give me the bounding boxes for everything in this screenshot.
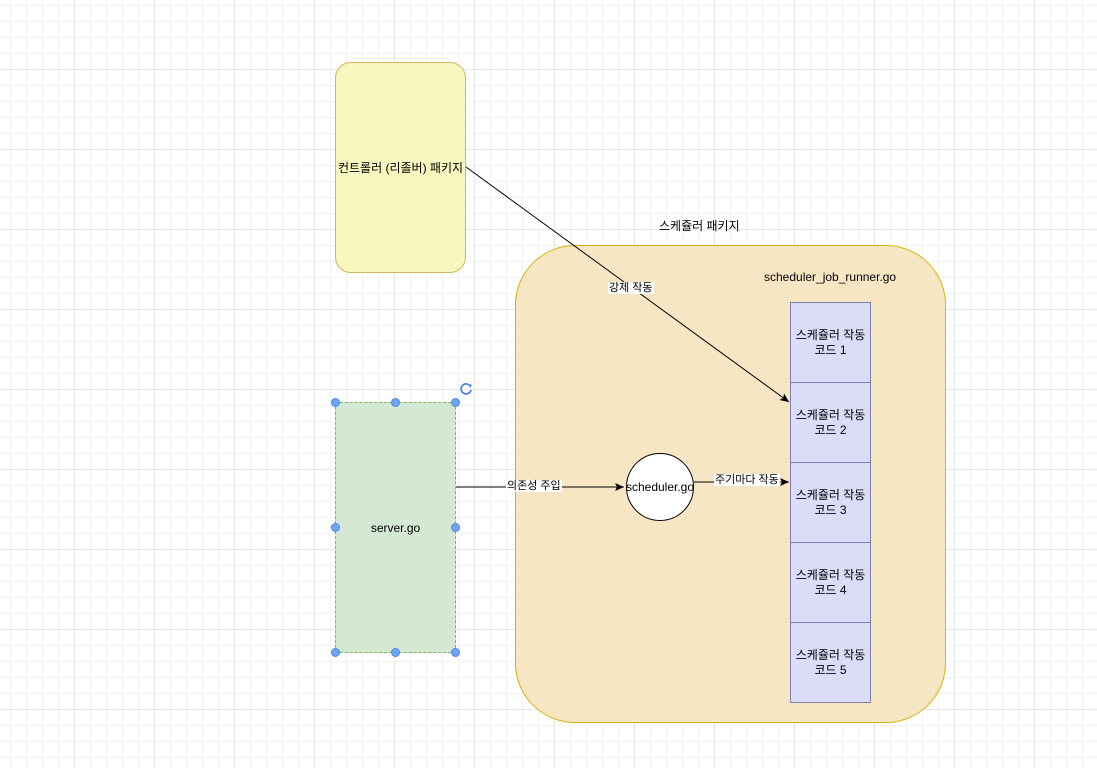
job-code-3-line2: 코드 3 bbox=[814, 502, 847, 517]
selection-handle-bottom[interactable] bbox=[391, 648, 400, 657]
scheduler-node[interactable]: scheduler.go bbox=[626, 453, 694, 521]
job-code-5-line1: 스케쥴러 작동 bbox=[795, 647, 866, 662]
runner-file-label: scheduler_job_runner.go bbox=[764, 270, 897, 284]
job-code-2-line1: 스케쥴러 작동 bbox=[795, 407, 866, 422]
server-label: server.go bbox=[370, 520, 421, 535]
job-code-1-line2: 코드 1 bbox=[814, 342, 847, 357]
selection-handle-right[interactable] bbox=[451, 523, 460, 532]
job-code-3-line1: 스케쥴러 작동 bbox=[795, 487, 866, 502]
periodic-run-label: 주기마다 작동 bbox=[714, 474, 780, 486]
job-code-4-node[interactable]: 스케쥴러 작동 코드 4 bbox=[790, 542, 871, 623]
selection-handle-top-left[interactable] bbox=[331, 398, 340, 407]
job-code-1-line1: 스케쥴러 작동 bbox=[795, 327, 866, 342]
selection-handle-bottom-left[interactable] bbox=[331, 648, 340, 657]
controller-package-label: 컨트롤러 (리졸버) 패키지 bbox=[337, 161, 464, 175]
selection-handle-left[interactable] bbox=[331, 523, 340, 532]
job-code-3-node[interactable]: 스케쥴러 작동 코드 3 bbox=[790, 462, 871, 543]
dependency-injection-label: 의존성 주입 bbox=[506, 480, 562, 492]
scheduler-package-label: 스케쥴러 패키지 bbox=[659, 219, 740, 233]
job-code-4-line2: 코드 4 bbox=[814, 582, 847, 597]
selection-handle-bottom-right[interactable] bbox=[451, 648, 460, 657]
job-code-5-line2: 코드 5 bbox=[814, 662, 847, 677]
job-code-2-node[interactable]: 스케쥴러 작동 코드 2 bbox=[790, 382, 871, 463]
selection-handle-top[interactable] bbox=[391, 398, 400, 407]
selection-handle-top-right[interactable] bbox=[451, 398, 460, 407]
force-run-label: 강제 작동 bbox=[608, 282, 654, 294]
job-code-4-line1: 스케쥴러 작동 bbox=[795, 567, 866, 582]
controller-package-node[interactable]: 컨트롤러 (리졸버) 패키지 bbox=[335, 62, 466, 273]
scheduler-label: scheduler.go bbox=[625, 480, 695, 494]
rotate-icon[interactable] bbox=[458, 381, 474, 397]
job-code-5-node[interactable]: 스케쥴러 작동 코드 5 bbox=[790, 622, 871, 703]
job-code-2-line2: 코드 2 bbox=[814, 422, 847, 437]
